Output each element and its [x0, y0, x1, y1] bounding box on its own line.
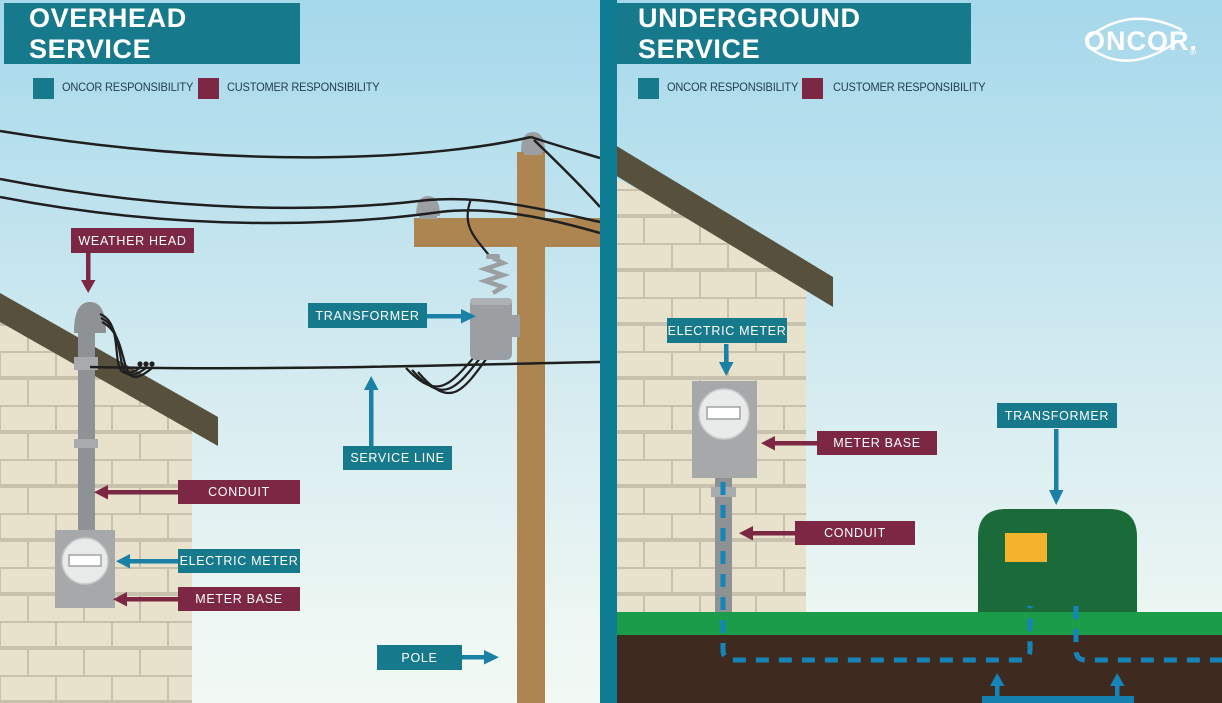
logo-wordmark: ONCOR.: [1084, 26, 1198, 56]
conduit-coupling: [74, 439, 98, 448]
customer-responsibility-swatch: [198, 78, 219, 99]
customer-responsibility-swatch: [802, 78, 823, 99]
buried-cable-run: [1073, 606, 1222, 663]
underground-header: UNDERGROUND SERVICE: [617, 3, 971, 64]
pad-transformer-label-plate: [1005, 533, 1047, 562]
transformer-feed-wire: [466, 198, 492, 259]
wire: [533, 139, 601, 208]
underground-meter: [692, 381, 757, 618]
customer-responsibility-label: CUSTOMER RESPONSIBILITY: [833, 82, 986, 94]
insulator-icon: [521, 132, 545, 155]
utility-pole: [414, 132, 610, 703]
underground-label-arrows: [719, 344, 1064, 541]
oncor-logo: ONCOR. ®: [1078, 8, 1202, 66]
pole-arrow: [462, 650, 499, 665]
service-line-wire: [89, 360, 601, 370]
conduit-arrow: [739, 526, 795, 541]
wire: [530, 135, 601, 160]
overhead-label-arrows: [81, 253, 499, 665]
weather-head-label: WEATHER HEAD: [71, 228, 194, 253]
house-roof: [0, 293, 218, 446]
conduit-label: CONDUIT: [178, 480, 300, 504]
primary-wires: [0, 129, 601, 235]
earth: [617, 635, 1222, 703]
oncor-responsibility-label: ONCOR RESPONSIBILITY: [62, 82, 194, 94]
conduit-label: CONDUIT: [795, 521, 915, 545]
logo-swoosh-top: [1087, 17, 1183, 39]
oncor-responsibility-swatch: [33, 78, 54, 99]
house-wall: [0, 320, 192, 703]
grass: [617, 612, 1222, 635]
conduit-pipe: [715, 478, 732, 618]
buried-cable-arrows: [982, 673, 1134, 703]
conduit-pipe: [78, 318, 95, 538]
transformer-tank: [470, 298, 512, 360]
electric-meter-arrow: [719, 344, 734, 376]
meter-display: [68, 554, 102, 567]
weather-head-arrow: [81, 253, 96, 293]
transformer-bushing-coil: [477, 255, 511, 295]
wire-connectors: [137, 361, 155, 367]
panel-divider: [600, 0, 617, 703]
pole-label: POLE: [377, 645, 462, 670]
meter-base-label: METER BASE: [178, 587, 300, 611]
electric-meter-label: ELECTRIC METER: [667, 318, 787, 343]
service-line-wires: [89, 312, 601, 394]
overhead-house: [0, 293, 218, 703]
registered-mark: ®: [1190, 48, 1196, 57]
service-line-label: SERVICE LINE: [343, 446, 452, 470]
oncor-responsibility-label: ONCOR RESPONSIBILITY: [667, 82, 799, 94]
transformer-lid: [470, 298, 512, 305]
pole-crossarm: [414, 218, 610, 247]
transformer-label: TRANSFORMER: [997, 403, 1117, 428]
weather-head-cap: [74, 302, 106, 333]
wire: [0, 129, 532, 159]
customer-responsibility-label: CUSTOMER RESPONSIBILITY: [227, 82, 380, 94]
transformer-arrow: [427, 309, 476, 324]
underground-scene: [610, 142, 1222, 703]
overhead-scene: [0, 129, 610, 703]
transformer-label: TRANSFORMER: [308, 303, 427, 328]
electric-meter-arrow: [116, 554, 178, 569]
service-line-arrow: [364, 376, 379, 446]
underground-cable-dashed: [720, 482, 1222, 663]
house-roof: [610, 142, 833, 307]
transformer-bracket: [510, 315, 520, 337]
overhead-title: OVERHEAD SERVICE: [29, 2, 187, 64]
weather-head-drop-wires: [99, 312, 153, 378]
wire: [0, 195, 601, 235]
oncor-responsibility-swatch: [638, 78, 659, 99]
pole-transformer: [466, 198, 520, 360]
pad-transformer: [978, 509, 1137, 620]
meter-base-arrow: [761, 436, 817, 451]
underground-title: UNDERGROUND SERVICE: [638, 2, 861, 64]
electric-meter-label: ELECTRIC METER: [178, 549, 300, 573]
overhead-header: OVERHEAD SERVICE: [4, 3, 300, 64]
clipped-label-box: [982, 696, 1134, 703]
logo-swoosh-bottom: [1089, 41, 1177, 62]
meter-display: [706, 406, 741, 420]
weather-head-assembly: [74, 302, 106, 538]
meter-base-label: METER BASE: [817, 431, 937, 455]
overhead-meter: [55, 530, 115, 608]
conduit-arrow: [94, 485, 178, 500]
meter-base-arrow: [113, 592, 178, 607]
transformer-arrow: [1049, 429, 1064, 505]
wire: [0, 177, 601, 224]
pad-transformer-cabinet: [978, 509, 1137, 620]
buried-cable-run: [720, 482, 1033, 663]
oncor-logo-graphic: ONCOR. ®: [1084, 17, 1198, 62]
